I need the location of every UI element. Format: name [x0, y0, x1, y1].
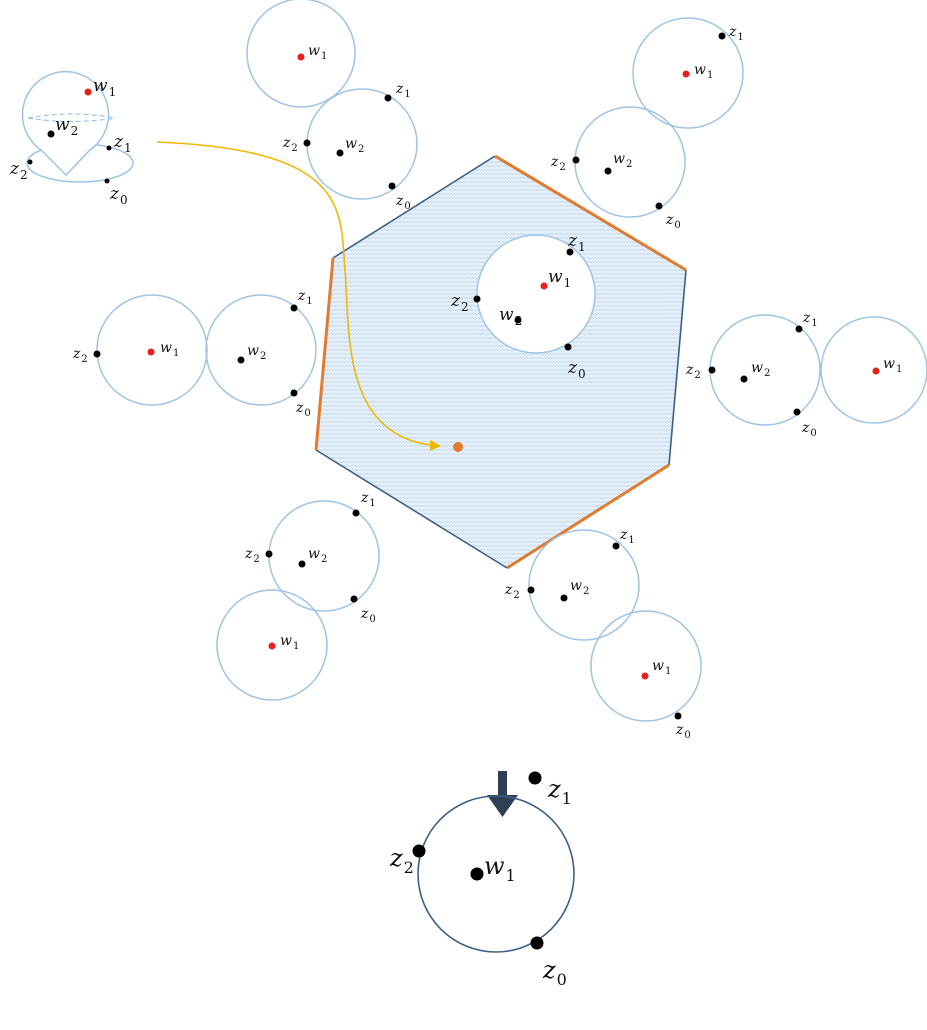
z0-label: z0	[109, 184, 128, 207]
w1-label: w1	[484, 852, 516, 885]
marked-point	[675, 713, 682, 720]
z2-label: z2	[72, 346, 88, 365]
w1-label: w1	[160, 340, 179, 359]
z0-label: z0	[295, 400, 311, 419]
w2-label: w2	[613, 151, 632, 170]
marked-point	[741, 376, 748, 383]
w1-point-red	[642, 673, 649, 680]
z1-label: z1	[360, 490, 376, 509]
w1-point-red	[148, 349, 155, 356]
w1-point-red	[873, 368, 880, 375]
w2-label: w2	[308, 546, 327, 565]
w1-label: w1	[93, 76, 116, 99]
marked-point	[291, 305, 298, 312]
marked-point	[709, 367, 716, 374]
z0-label: z0	[360, 606, 376, 625]
marked-point	[613, 543, 620, 550]
w1-point-red	[298, 54, 305, 61]
marked-point	[573, 157, 580, 164]
z2-label: z2	[9, 159, 28, 182]
marked-point	[529, 772, 542, 785]
z1-label: z1	[395, 81, 411, 100]
marked-point	[565, 344, 572, 351]
w1-label: w1	[280, 633, 299, 652]
marked-point	[238, 357, 245, 364]
z0-label: z0	[395, 193, 411, 212]
down-arrow-icon	[487, 771, 518, 817]
marked-point	[299, 561, 306, 568]
w1-label: w1	[652, 658, 671, 677]
z1-label: z1	[297, 288, 313, 307]
marked-point	[413, 845, 426, 858]
z2-label: z2	[244, 546, 260, 565]
z0-label: z0	[542, 956, 567, 989]
marked-point	[796, 326, 803, 333]
z1-label: z1	[113, 132, 132, 155]
z1-label: z1	[547, 775, 572, 808]
marked-point	[353, 510, 360, 517]
marked-point	[107, 146, 112, 151]
z1-label: z1	[728, 24, 744, 43]
w2-label: w2	[751, 360, 770, 379]
marked-point	[351, 596, 358, 603]
w1-label: w1	[883, 356, 902, 375]
marked-point	[474, 296, 481, 303]
marked-point	[304, 140, 311, 147]
w1-point-red	[683, 71, 690, 78]
orange-point	[453, 442, 463, 452]
w1-point-red	[85, 89, 92, 96]
w2-label: w2	[247, 343, 266, 362]
w2-label: w2	[570, 578, 589, 597]
z2-label: z2	[685, 362, 701, 381]
marked-point	[531, 937, 544, 950]
z1-label: z1	[619, 527, 635, 546]
circle-left-w2	[206, 295, 316, 405]
marked-point	[28, 160, 33, 165]
z1-label: z1	[802, 310, 818, 329]
z2-label: z2	[389, 844, 414, 877]
z0-label: z0	[801, 420, 817, 439]
z0-label: z0	[665, 212, 681, 231]
z2-label: z2	[282, 135, 298, 154]
marked-point	[385, 95, 392, 102]
marked-point	[605, 168, 612, 175]
z2-label: z2	[504, 582, 520, 601]
w1-point-red	[541, 283, 548, 290]
marked-point	[291, 390, 298, 397]
circle-bottomright-w2	[529, 530, 639, 640]
marked-point	[471, 868, 484, 881]
marked-point	[656, 203, 663, 210]
marked-point	[561, 595, 568, 602]
circle-bottomright-w1	[591, 611, 701, 721]
marked-point	[266, 551, 273, 558]
w1-label: w1	[308, 43, 327, 62]
z2-label: z2	[550, 154, 566, 173]
marked-point	[389, 183, 396, 190]
w1-point-red	[269, 643, 276, 650]
z0-label: z0	[675, 722, 691, 741]
marked-point	[48, 131, 55, 138]
w1-label: w1	[694, 62, 713, 81]
marked-point	[794, 409, 801, 416]
marked-point	[719, 33, 726, 40]
w2-label: w2	[345, 136, 364, 155]
marked-point	[528, 587, 535, 594]
marked-point	[337, 150, 344, 157]
marked-point	[105, 179, 110, 184]
marked-point	[94, 351, 101, 358]
